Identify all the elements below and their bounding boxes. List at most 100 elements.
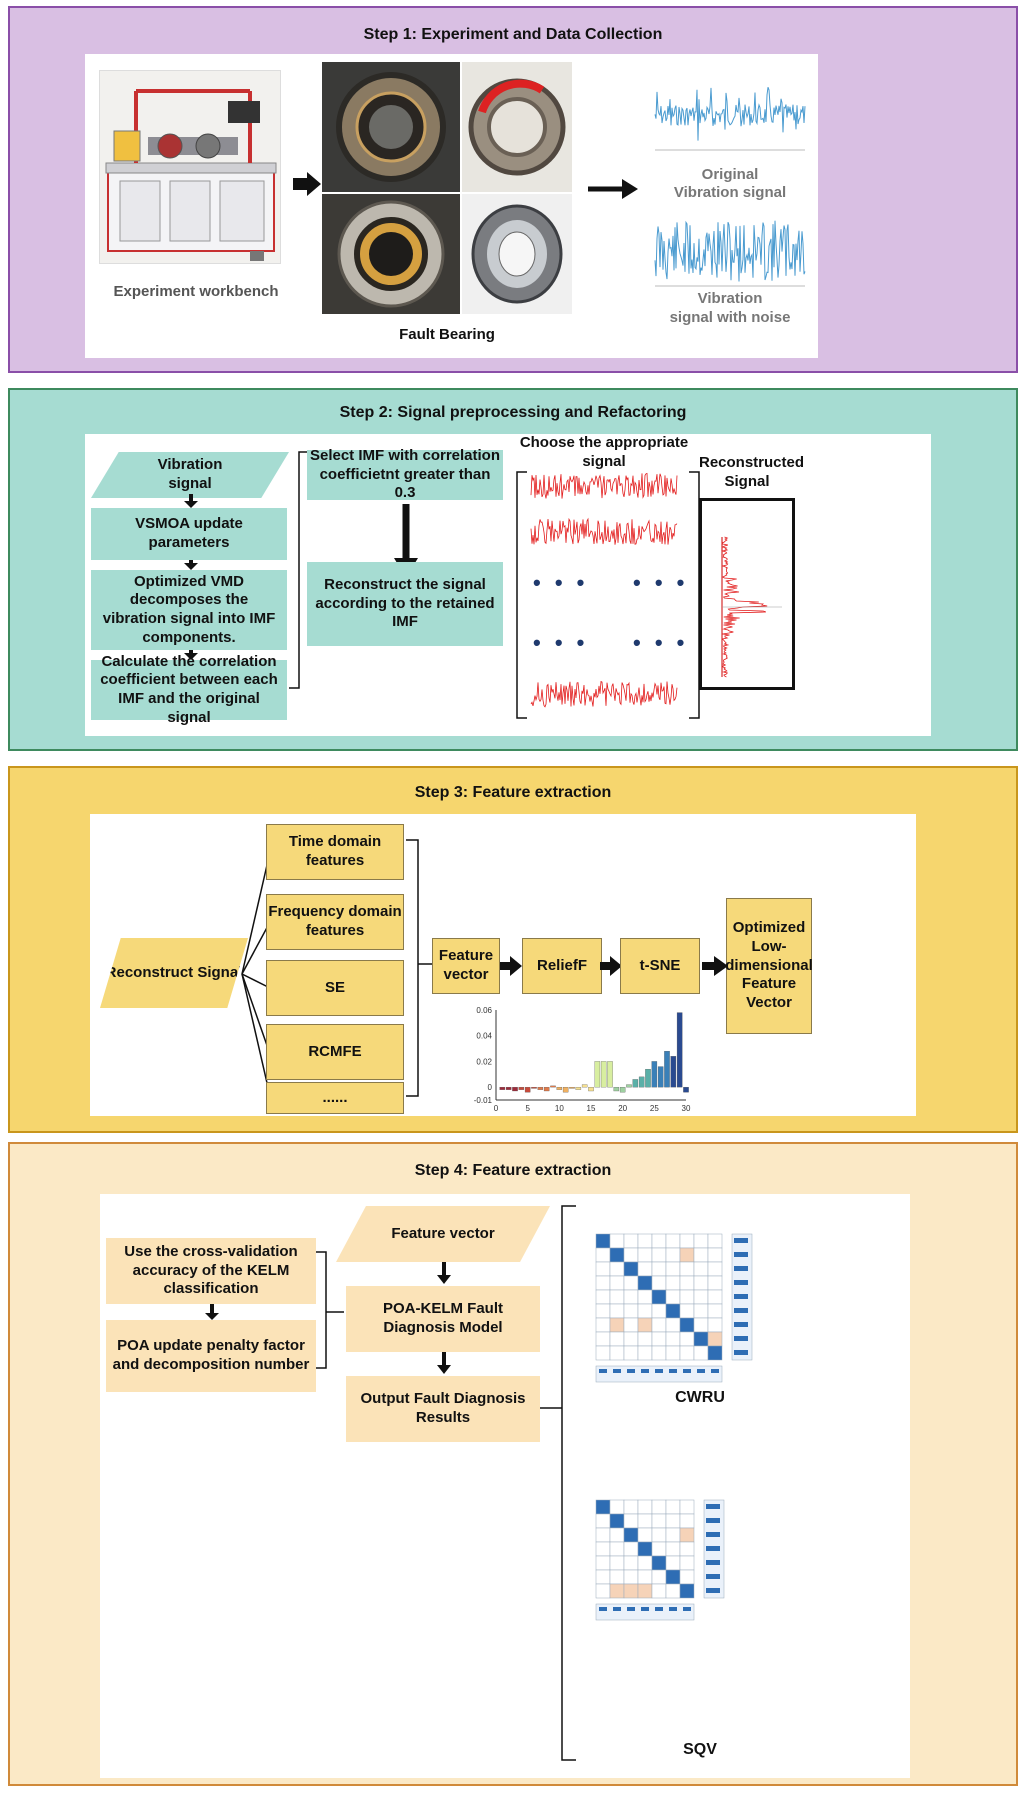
chart-bar (562, 1086, 569, 1093)
chart-bar (651, 1061, 658, 1088)
matrix-cell (679, 1541, 695, 1557)
matrix-cell (651, 1247, 667, 1263)
matrix-cell (595, 1513, 611, 1529)
matrix-cell (609, 1527, 625, 1543)
matrix-cell (623, 1527, 639, 1543)
matrix-cell (679, 1275, 695, 1291)
chart-bar (543, 1086, 550, 1092)
matrix-cell (609, 1233, 625, 1249)
matrix-cell (595, 1541, 611, 1557)
chart-y-tick-label: 0.06 (476, 1006, 492, 1015)
matrix-cell (637, 1261, 653, 1277)
chart-bar (581, 1084, 588, 1088)
matrix-cell (651, 1541, 667, 1557)
matrix-cell (595, 1555, 611, 1571)
matrix-cell (609, 1569, 625, 1585)
chart-bar (638, 1076, 645, 1088)
step2-panel: Step 2: Signal preprocessing and Refacto… (8, 388, 1018, 751)
ellipsis-1b: • • • (633, 570, 689, 595)
step2-title: Step 2: Signal preprocessing and Refacto… (339, 404, 687, 421)
matrix-cell (665, 1233, 681, 1249)
step3-bracket (406, 839, 432, 1097)
matrix-cell (623, 1247, 639, 1263)
matrix-side-cell (734, 1350, 748, 1355)
matrix-cell (679, 1555, 695, 1571)
step2-left-arrows (184, 494, 198, 660)
matrix-cell (623, 1233, 639, 1249)
matrix-bottom-cell (669, 1369, 677, 1373)
arrow-right-icon (588, 179, 638, 199)
noise-signal-label-2: signal with noise (669, 309, 791, 326)
matrix-side-cell (734, 1336, 748, 1341)
imf-signal-2 (530, 517, 678, 545)
poa-kelm-box: POA-KELM Fault Diagnosis Model (346, 1286, 540, 1352)
matrix-cell (609, 1345, 625, 1361)
matrix-cell (609, 1247, 625, 1263)
chart-y-tick-label: 0 (488, 1083, 493, 1092)
matrix-cell (637, 1233, 653, 1249)
chart-bar (594, 1061, 601, 1088)
matrix-side-cell (734, 1294, 748, 1299)
matrix-cell (595, 1247, 611, 1263)
matrix-cell (595, 1317, 611, 1333)
matrix-cell (595, 1583, 611, 1599)
matrix-cell (609, 1583, 625, 1599)
step1-title: Step 1: Experiment and Data Collection (363, 26, 663, 43)
matrix-cell (609, 1317, 625, 1333)
matrix-side-cell (734, 1308, 748, 1313)
matrix-cell (595, 1261, 611, 1277)
matrix-cell (707, 1233, 723, 1249)
chart-bar (518, 1086, 525, 1090)
chart-bar (524, 1086, 531, 1093)
matrix-bottom-cell (599, 1607, 607, 1611)
workbench-label: Experiment workbench (113, 283, 279, 300)
step3-title: Step 3: Feature extraction (414, 784, 612, 801)
matrix-cell (609, 1275, 625, 1291)
chart-x-tick-label: 15 (587, 1104, 596, 1113)
matrix-side-cell (706, 1560, 720, 1565)
step2-bracket-left (516, 471, 527, 719)
feature-rcmfe: RCMFE (266, 1024, 404, 1080)
matrix-side-cell (706, 1588, 720, 1593)
chart-bar (619, 1086, 626, 1093)
matrix-cell (651, 1331, 667, 1347)
matrix-cell (609, 1289, 625, 1305)
matrix-side-cell (734, 1238, 748, 1243)
chart-x-tick-label: 0 (494, 1104, 499, 1113)
arrow-right-icon (293, 172, 321, 196)
matrix-cell (665, 1247, 681, 1263)
reconstructed-signal-frame (699, 498, 795, 690)
matrix-cell (623, 1499, 639, 1515)
chart-y-tick-label: 0.02 (476, 1057, 492, 1066)
matrix-cell (693, 1303, 709, 1319)
matrix-cell (665, 1275, 681, 1291)
matrix-side-cell (706, 1546, 720, 1551)
matrix-cell (623, 1569, 639, 1585)
matrix-cell (707, 1345, 723, 1361)
chart-bar (683, 1086, 689, 1093)
matrix-cell (679, 1233, 695, 1249)
matrix-cell (707, 1289, 723, 1305)
step4-title: Step 4: Feature extraction (414, 1162, 612, 1179)
chart-bar (588, 1086, 594, 1092)
sqv-confusion-matrix (595, 1499, 725, 1621)
matrix-cell (595, 1289, 611, 1305)
matrix-cell (623, 1583, 639, 1599)
step4-right-bracket (540, 1205, 576, 1761)
vmd-box: Optimized VMD decomposes the vibration s… (91, 570, 287, 650)
matrix-bottom-cell (627, 1369, 635, 1373)
reconstructed-signal-label: Reconstructed Signal (699, 454, 805, 490)
matrix-cell (693, 1247, 709, 1263)
arrow-right-icon (702, 956, 728, 976)
matrix-cell (651, 1303, 667, 1319)
tsne-box: t-SNE (620, 938, 700, 994)
matrix-cell (651, 1289, 667, 1305)
matrix-cell (693, 1233, 709, 1249)
matrix-cell (679, 1317, 695, 1333)
cwru-label: CWRU (675, 1389, 725, 1406)
chart-y-tick-label: 0.04 (476, 1032, 492, 1041)
matrix-cell (595, 1303, 611, 1319)
chart-bar (645, 1068, 651, 1088)
matrix-cell (665, 1569, 681, 1585)
